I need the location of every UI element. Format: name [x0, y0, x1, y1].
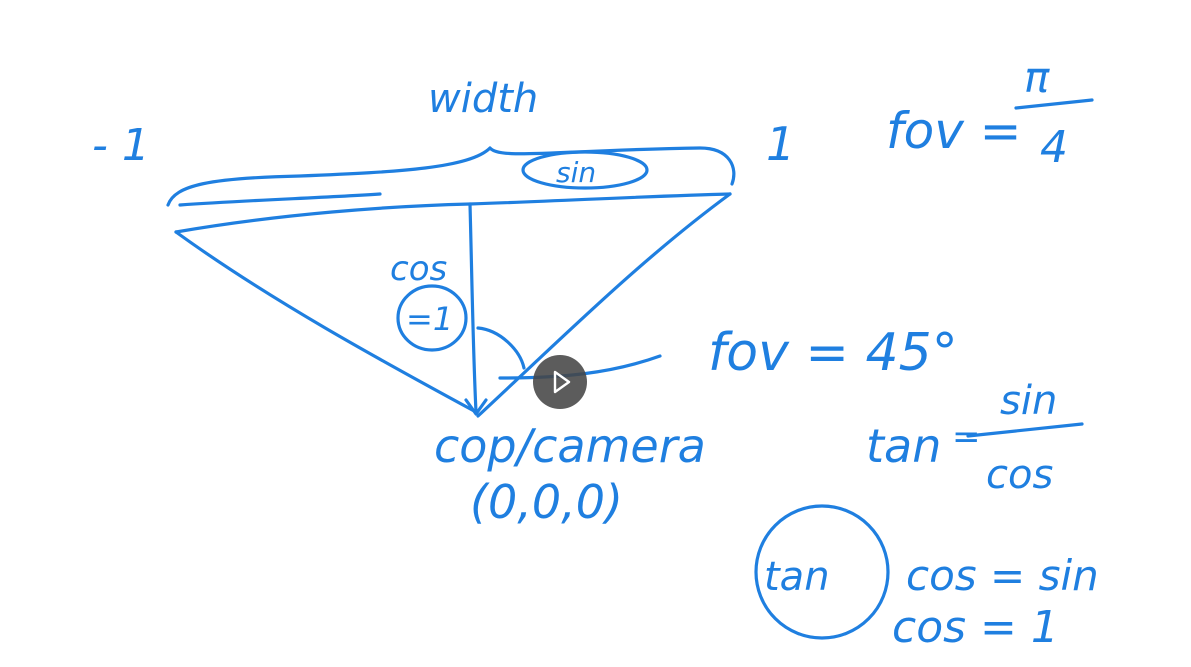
equation-cos-equals-one: cos = 1 [892, 602, 1059, 653]
equation-cos-equals-sin: cos = sin [906, 551, 1099, 600]
left-edge-line [174, 230, 478, 414]
left-half-tick [178, 192, 382, 207]
tan-label: tan [866, 419, 941, 473]
cos-value-label: =1 [406, 300, 453, 338]
minus-one-label: - 1 [92, 120, 150, 171]
cos-label: cos [390, 249, 447, 289]
camera-label: cop/camera [434, 419, 706, 473]
center-arrow-head [464, 398, 488, 416]
play-icon [553, 370, 571, 394]
plus-one-label: 1 [766, 117, 795, 171]
tan-circled-label: tan [764, 554, 830, 600]
fov-degrees-label: fov = 45° [708, 323, 958, 383]
width-brace [166, 146, 736, 207]
pi-numerator: π [1024, 53, 1050, 102]
right-edge-line [476, 192, 732, 418]
tan-equals: = [952, 417, 981, 457]
width-label: width [428, 76, 538, 122]
frustum-diagram [166, 146, 890, 640]
sin-label: sin [556, 156, 596, 189]
fov-angle-arc [476, 326, 526, 370]
sin-circle [521, 150, 649, 190]
cos-value-circle [396, 284, 468, 352]
tan-denominator: cos [986, 452, 1053, 498]
tan-fraction-bar [966, 422, 1084, 438]
tan-numerator: sin [1000, 378, 1057, 424]
tan-circle [754, 504, 890, 640]
video-play-button[interactable] [533, 355, 587, 409]
fraction-bar [1014, 98, 1094, 110]
center-axis-line [468, 202, 478, 414]
fov-pi-label: fov = [886, 102, 1022, 160]
four-denominator: 4 [1040, 122, 1068, 173]
origin-label: (0,0,0) [470, 475, 623, 529]
